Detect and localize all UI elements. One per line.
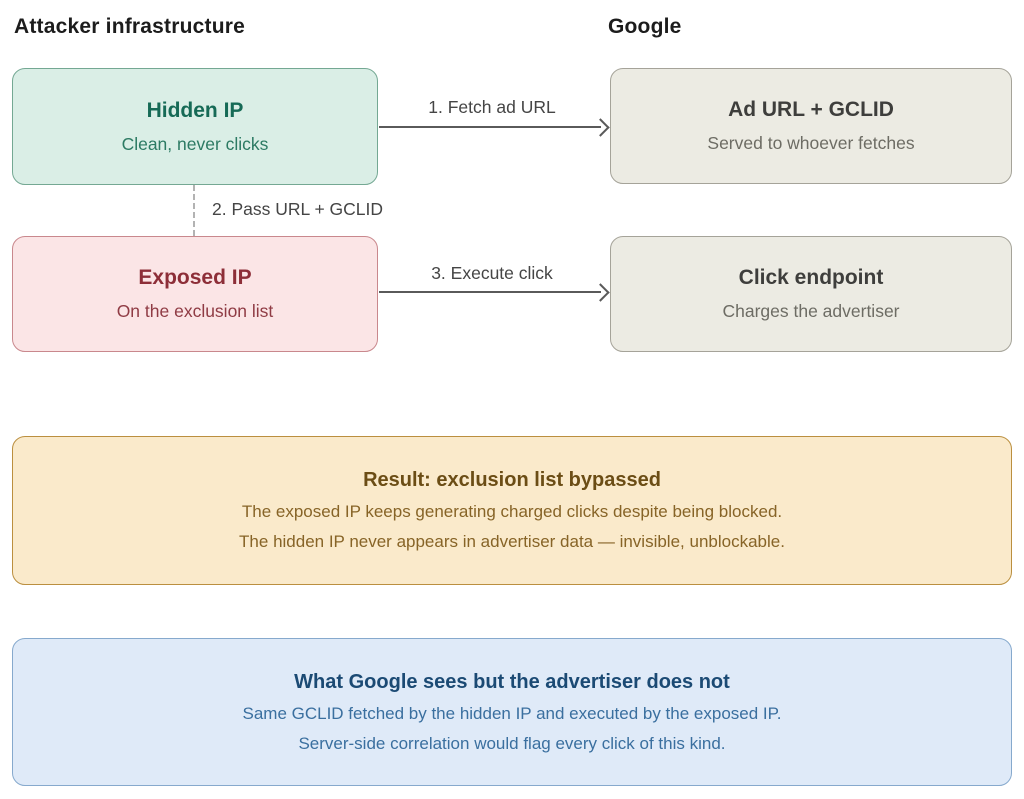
node-exposed-ip-subtitle: On the exclusion list [116,301,274,321]
arrowhead-right-icon [591,118,610,137]
google-visibility-callout: What Google sees but the advertiser does… [12,638,1012,786]
node-hidden-ip-title: Hidden IP [146,98,244,122]
result-callout: Result: exclusion list bypassed The expo… [12,436,1012,585]
arrow-line-execute [379,291,601,293]
node-exposed-ip: Exposed IP On the exclusion list [12,236,378,352]
node-ad-url: Ad URL + GCLID Served to whoever fetches [610,68,1012,184]
node-exposed-ip-title: Exposed IP [138,266,252,289]
arrowhead-right-icon [591,283,610,302]
google-visibility-line-2: Server-side correlation would flag every… [298,733,726,753]
node-click-endpoint-title: Click endpoint [738,266,884,289]
column-header-attacker: Attacker infrastructure [14,15,246,38]
arrow-label-execute-click: 3. Execute click [431,263,553,283]
result-callout-line-2: The hidden IP never appears in advertise… [239,532,785,551]
dashed-connector-pass-url [193,185,195,236]
node-click-endpoint-subtitle: Charges the advertiser [722,301,900,321]
google-visibility-line-1: Same GCLID fetched by the hidden IP and … [242,703,782,723]
result-callout-line-1: The exposed IP keeps generating charged … [241,502,783,521]
arrow-label-fetch-ad-url: 1. Fetch ad URL [428,97,556,117]
arrow-line-fetch [379,126,601,128]
arrow-label-pass-url-gclid: 2. Pass URL + GCLID [212,199,384,219]
node-hidden-ip-subtitle: Clean, never clicks [121,133,269,154]
google-visibility-title: What Google sees but the advertiser does… [294,670,730,693]
result-callout-title: Result: exclusion list bypassed [363,469,661,491]
node-ad-url-subtitle: Served to whoever fetches [707,133,915,153]
node-ad-url-title: Ad URL + GCLID [728,98,894,121]
column-header-google: Google [608,15,682,38]
node-click-endpoint: Click endpoint Charges the advertiser [610,236,1012,352]
node-hidden-ip: Hidden IP Clean, never clicks [12,68,378,185]
